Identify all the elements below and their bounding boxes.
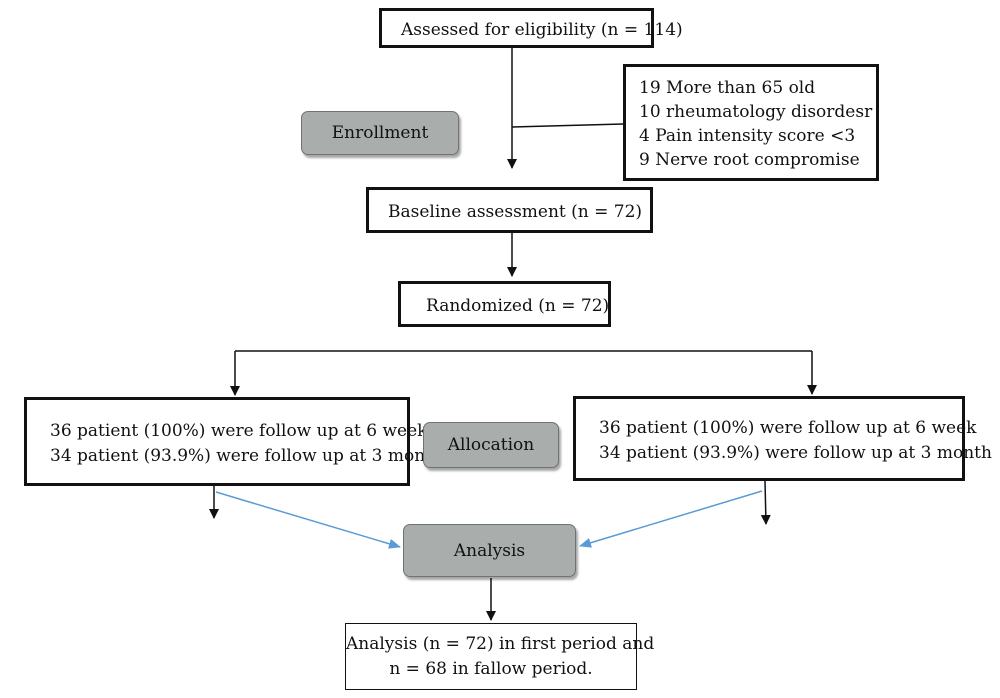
right-group-box: 36 patient (100%) were follow up at 6 we… [573,396,992,481]
exclusion-reason: 4 Pain intensity score <3 [639,126,856,146]
stage-analysis: Analysis [403,524,576,577]
exclusions-box: 19 More than 65 old 10 rheumatology diso… [623,64,879,181]
stage-analysis-label: Analysis [453,540,526,561]
line-to-exclusions [511,123,624,128]
blue-arrow-right-to-analysis [579,490,763,548]
eligibility-text: Assessed for eligibility (n = 114) [401,20,683,40]
right-group-line: 36 patient (100%) were follow up at 6 we… [599,418,977,438]
final-analysis-box: Analysis (n = 72) in first period and n … [345,623,655,690]
stage-allocation: Allocation [423,422,559,468]
left-group-line: 34 patient (93.9%) were follow up at 3 m… [50,446,443,466]
randomized-box: Randomized (n = 72) [398,281,611,327]
exclusion-reason: 10 rheumatology disordesr [639,102,873,122]
baseline-text: Baseline assessment (n = 72) [388,202,643,222]
left-group-line: 36 patient (100%) were follow up at 6 we… [50,421,428,441]
stage-enrollment: Enrollment [301,111,459,155]
final-analysis-line: n = 68 in fallow period. [389,659,593,679]
left-group-box: 36 patient (100%) were follow up at 6 we… [24,397,443,486]
right-group-line: 34 patient (93.9%) were follow up at 3 m… [599,443,992,463]
arrow-right-group-down [760,480,771,525]
final-analysis-line: Analysis (n = 72) in first period and [346,634,655,654]
baseline-box: Baseline assessment (n = 72) [366,187,653,233]
exclusion-reason: 9 Nerve root compromise [639,150,860,170]
randomized-text: Randomized (n = 72) [426,296,610,316]
blue-arrow-left-to-analysis [215,491,401,549]
stage-enrollment-label: Enrollment [331,123,429,143]
exclusion-reason: 19 More than 65 old [639,78,816,98]
eligibility-box: Assessed for eligibility (n = 114) [379,8,683,48]
stage-allocation-label: Allocation [447,435,535,455]
